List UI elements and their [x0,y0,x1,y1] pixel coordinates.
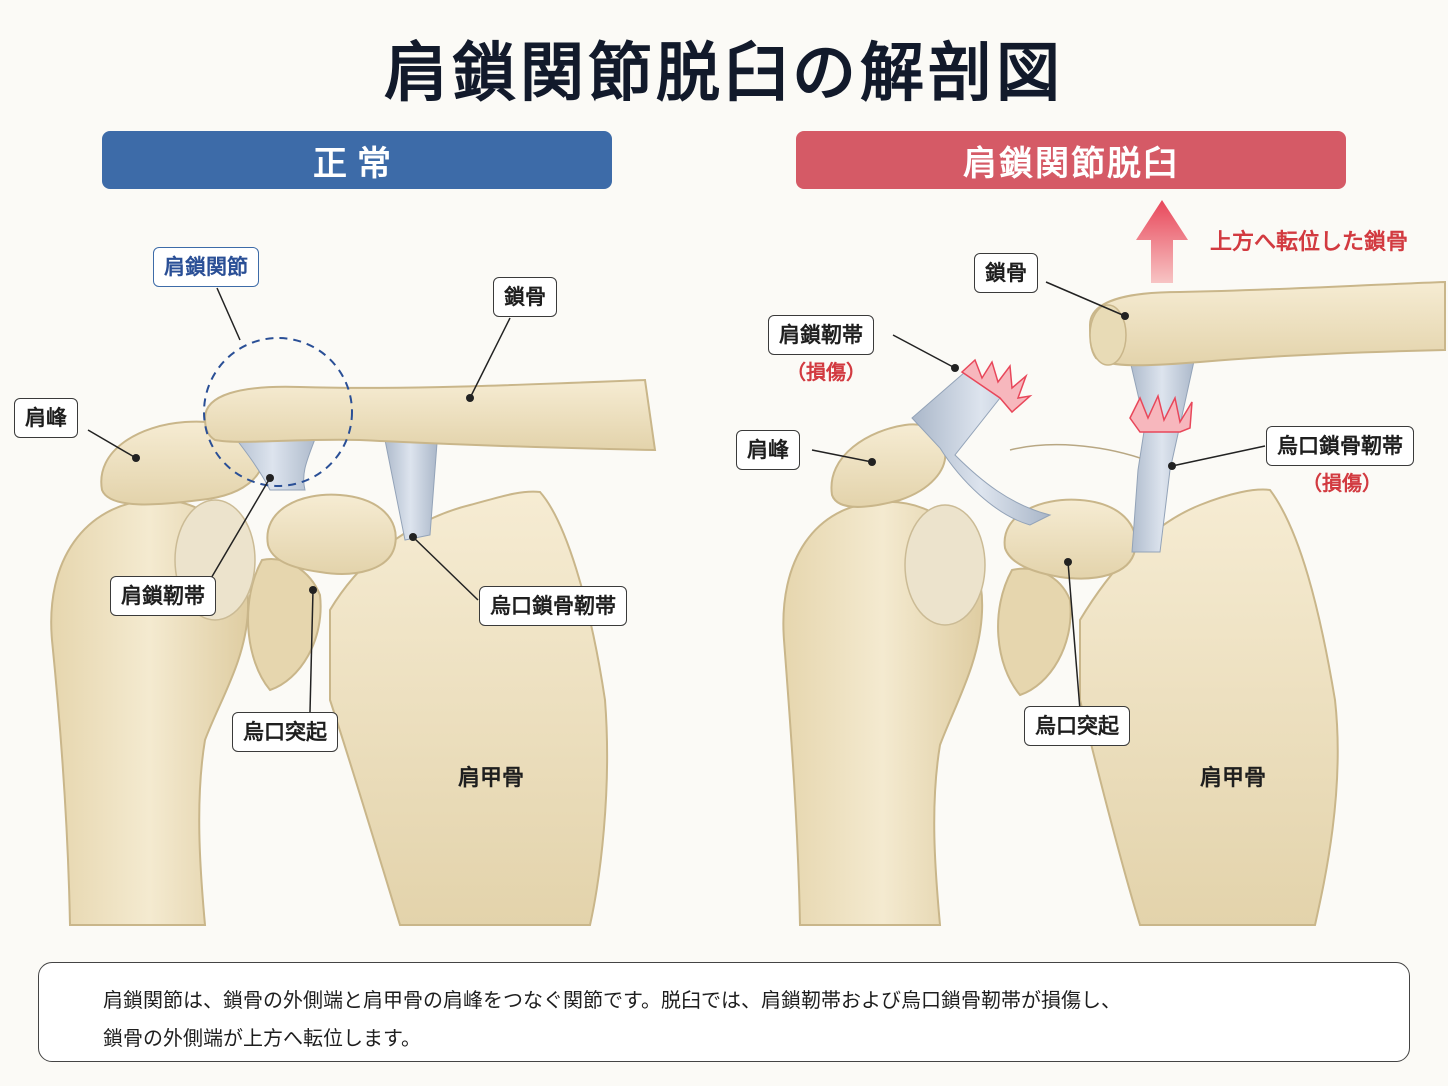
caption-box: 肩鎖関節は、鎖骨の外側端と肩甲骨の肩峰をつなぐ関節です。脱臼では、肩鎖靭帯および… [38,962,1410,1062]
caption-line-1: 肩鎖関節は、鎖骨の外側端と肩甲骨の肩峰をつなぐ関節です。脱臼では、肩鎖靭帯および… [103,988,1121,1012]
label-clavicle-dislocated: 鎖骨 [974,253,1038,294]
dislocated-ac-ligament-injured [911,358,1052,526]
dislocated-acromion [830,423,947,508]
displacement-note: 上方へ転位した鎖骨 [1210,230,1409,255]
label-coracoid-dislocated: 烏口突起 [1024,706,1130,747]
normal-panel-header: 正常 [102,131,612,189]
label-ac-ligament-dislocated: 肩鎖靭帯 [768,315,874,356]
acromion-outline [1009,443,1141,459]
dislocated-panel-header: 肩鎖関節脱臼 [796,131,1346,189]
dislocated-scapula [1079,488,1339,926]
normal-coracoid [266,493,397,575]
label-clavicle: 鎖骨 [493,277,557,318]
label-ac-joint: 肩鎖関節 [153,247,259,288]
normal-clavicle [203,378,657,452]
label-acromion-dislocated: 肩峰 [736,430,800,471]
page-title: 肩鎖関節脱臼の解剖図 [384,37,1064,111]
label-coracoid: 烏口突起 [232,712,338,753]
ac-joint-highlight [203,337,353,487]
dislocated-clavicle [1088,280,1446,367]
dislocated-glenoid [997,567,1072,697]
label-cc-ligament: 烏口鎖骨靭帯 [479,586,627,627]
normal-humerus [50,498,256,926]
normal-leader-dots [132,394,474,594]
normal-leader-lines [87,287,511,713]
dislocated-humerus [782,500,986,926]
label-scapula-dislocated: 肩甲骨 [1200,766,1267,791]
label-scapula: 肩甲骨 [458,766,525,791]
label-cc-ligament-dislocated: 烏口鎖骨靭帯 [1266,426,1414,467]
normal-glenoid [247,558,322,692]
dislocated-leader-lines [811,281,1266,711]
label-acromion: 肩峰 [14,398,78,439]
label-ac-ligament: 肩鎖靭帯 [110,576,216,617]
cc-ligament-injury-status: （損傷） [1302,471,1382,495]
displacement-arrow-icon [1136,200,1188,283]
ac-ligament-injury-status: （損傷） [786,360,866,384]
dislocated-cc-ligament-injured [1127,351,1197,553]
dislocated-leader-dots [868,312,1176,566]
caption-line-2: 鎖骨の外側端が上方へ転位します。 [103,1026,421,1050]
